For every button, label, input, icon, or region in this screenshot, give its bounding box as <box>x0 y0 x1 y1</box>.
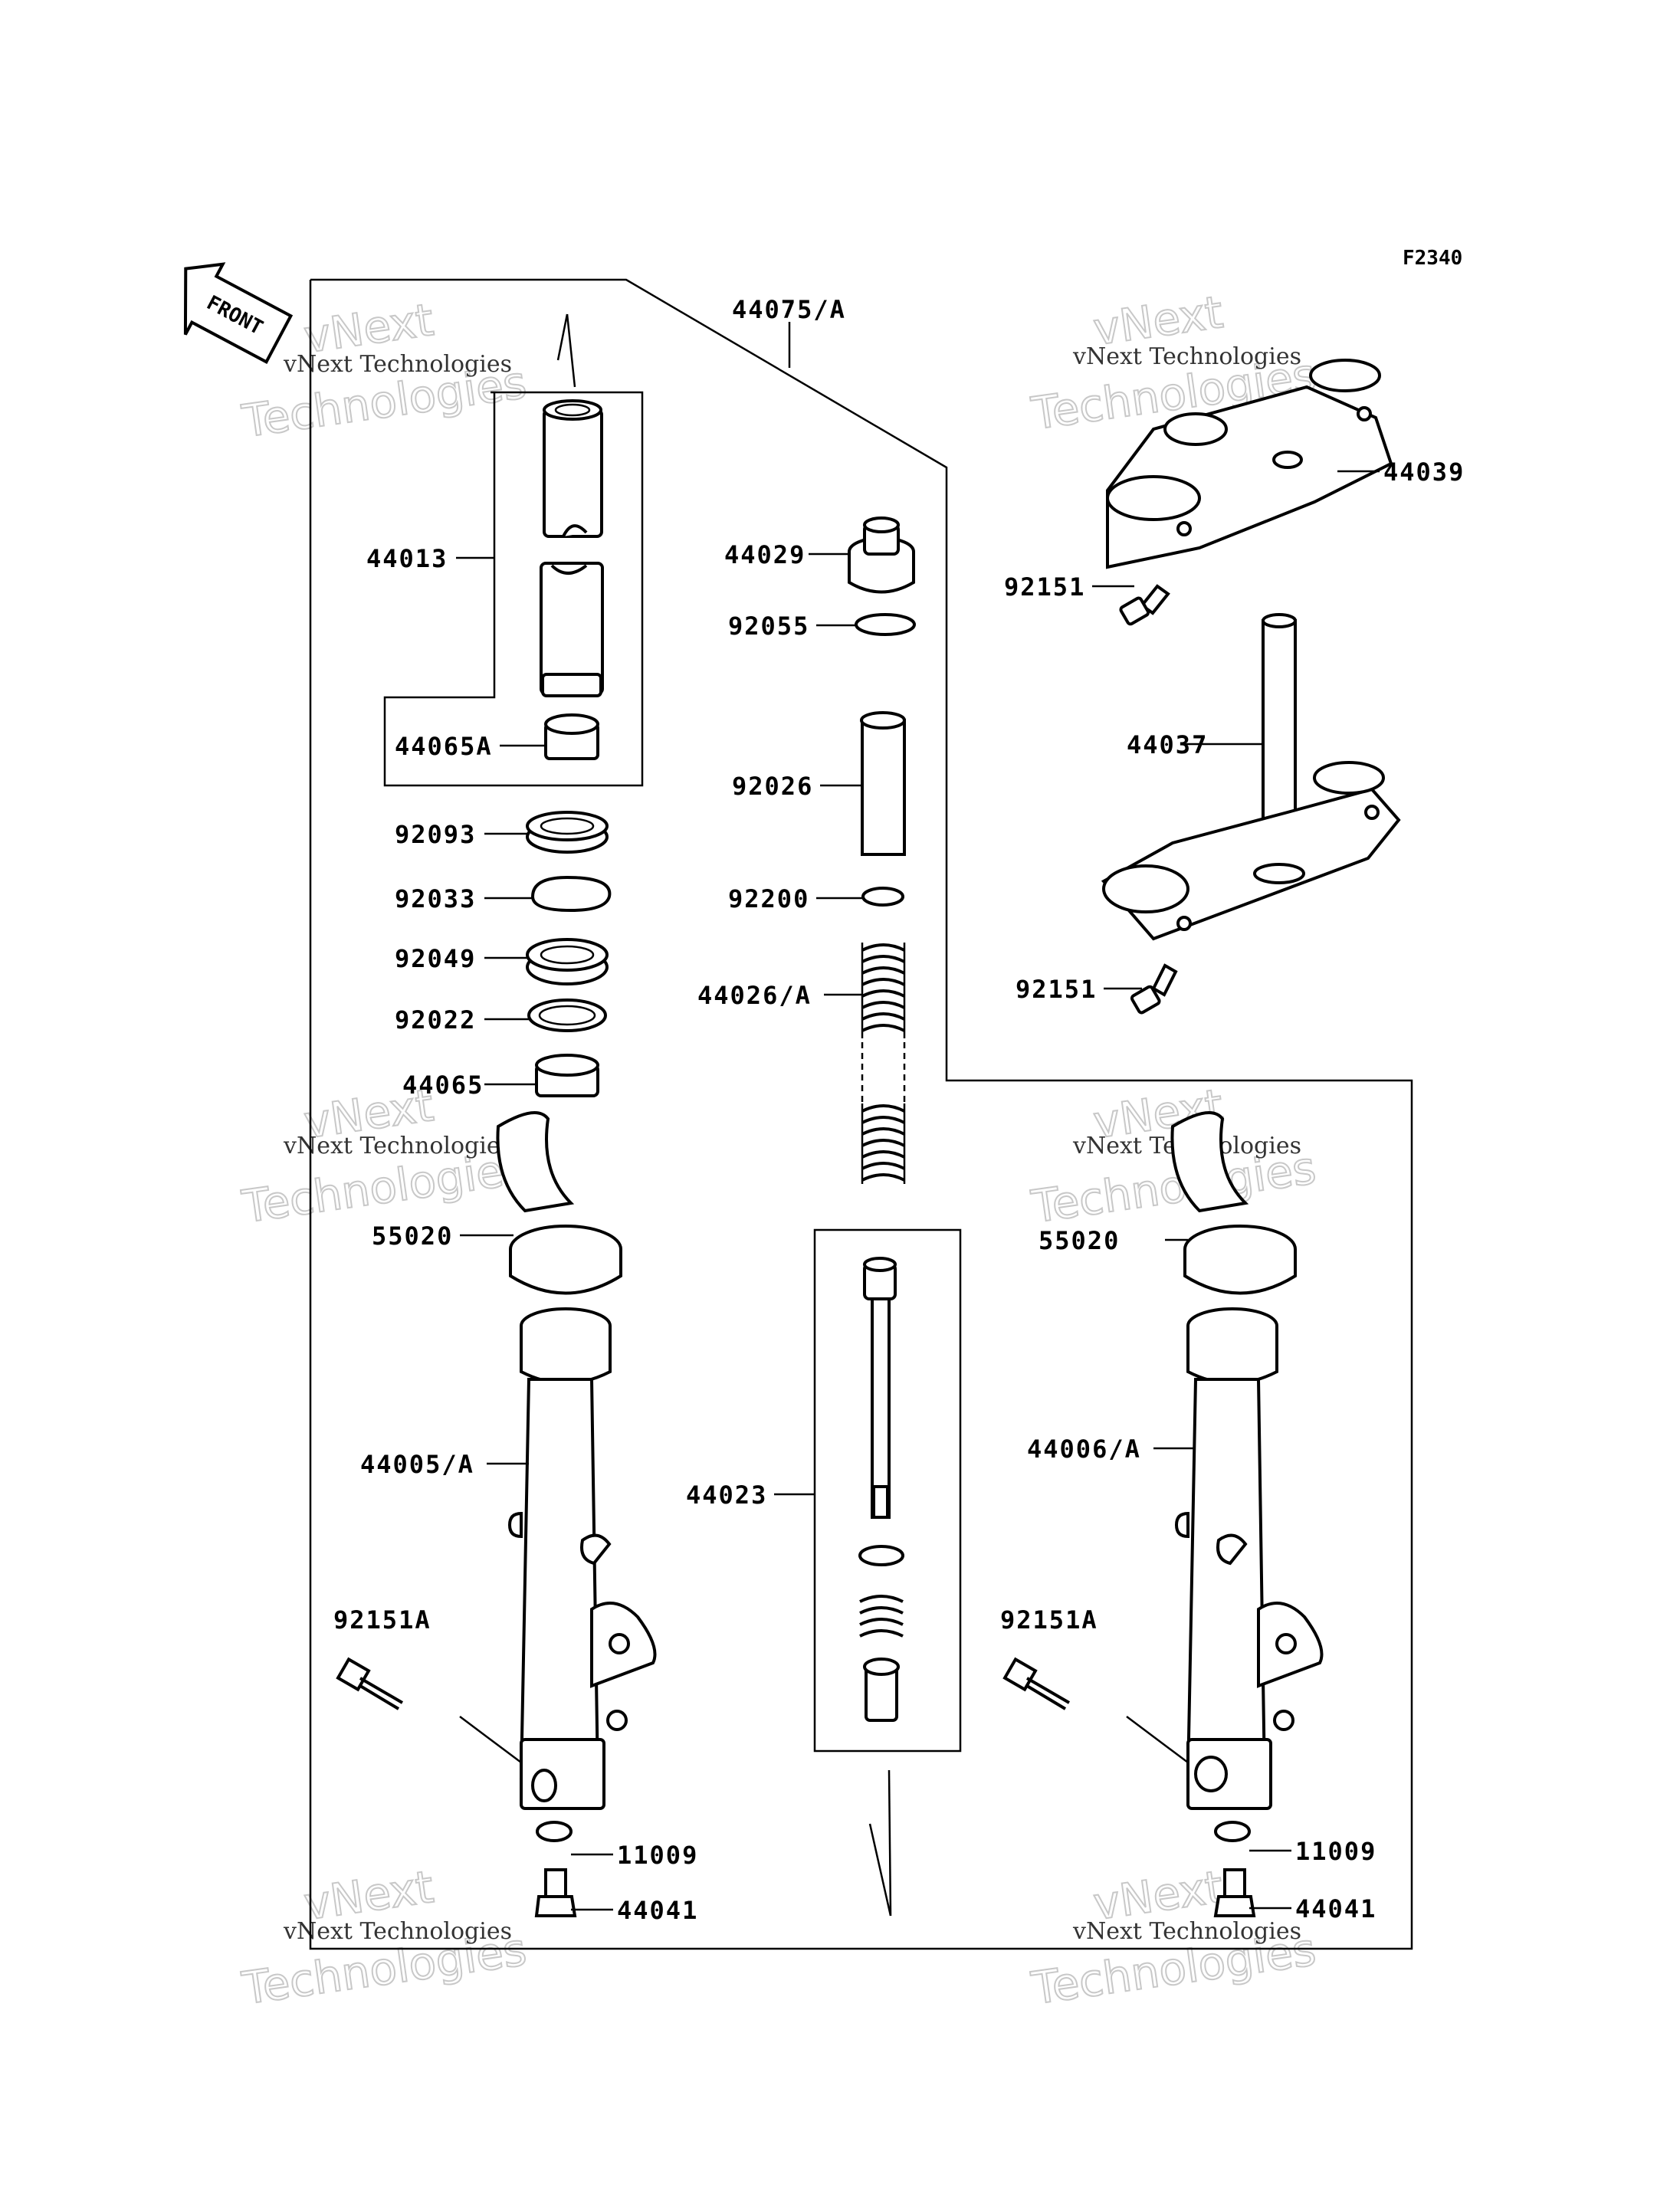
outer-tube-left <box>459 1307 657 1810</box>
guide-arrow-head <box>556 313 569 361</box>
label-92026: 92026 <box>732 772 813 801</box>
washer-92022 <box>527 998 607 1032</box>
label-55020-left: 55020 <box>372 1221 453 1251</box>
subframe-44023 <box>813 1228 962 1753</box>
label-11009-left: 11009 <box>617 1841 698 1870</box>
label-44037: 44037 <box>1127 730 1208 759</box>
bolt-92151-upper <box>1119 584 1170 626</box>
watermark-small: vNext Technologies <box>283 1133 512 1159</box>
label-92151A-right: 92151A <box>1000 1605 1098 1635</box>
watermark-small: vNext Technologies <box>283 351 512 378</box>
front-arrow-icon: FRONT <box>183 262 294 364</box>
bushing-44065A <box>544 713 599 760</box>
cap-44029 <box>848 516 915 594</box>
fork-guard-left <box>496 1111 622 1295</box>
label-44065A: 44065A <box>395 732 493 761</box>
bolt-44041-left <box>534 1868 577 1917</box>
spacer-92026 <box>860 711 906 856</box>
label-44026A: 44026/A <box>697 981 812 1010</box>
label-11009-right: 11009 <box>1295 1837 1376 1866</box>
label-92022: 92022 <box>395 1005 476 1035</box>
guide-arrow-lower <box>888 1769 892 1917</box>
assembly-frame <box>309 278 1413 1950</box>
label-92151A-left: 92151A <box>333 1605 431 1635</box>
label-44065: 44065 <box>402 1071 484 1100</box>
cylinder-44023 <box>858 1257 904 1722</box>
sleeve-44013 <box>540 399 604 697</box>
seal-92093 <box>526 811 609 854</box>
diagram-code: F2340 <box>1403 247 1462 270</box>
label-92151-lower: 92151 <box>1016 975 1097 1004</box>
oring-92055 <box>855 613 916 636</box>
washer-11009-right <box>1214 1821 1251 1842</box>
label-44039: 44039 <box>1383 457 1465 487</box>
label-55020-right: 55020 <box>1039 1226 1120 1255</box>
watermark-small: vNext Technologies <box>1072 1918 1301 1945</box>
label-44075A: 44075/A <box>732 295 846 324</box>
washer-92200 <box>861 887 904 907</box>
label-44041-right: 44041 <box>1295 1894 1376 1923</box>
lower-bracket-44037 <box>1101 613 1401 941</box>
subframe-44013 <box>383 391 644 787</box>
label-44006A: 44006/A <box>1027 1435 1141 1464</box>
label-44005A: 44005/A <box>360 1450 474 1479</box>
label-44023: 44023 <box>686 1481 767 1510</box>
label-92151-upper: 92151 <box>1004 572 1085 602</box>
watermark-mid-left: vNext Technologies vNext Technologies <box>238 1078 530 1234</box>
label-92049: 92049 <box>395 944 476 973</box>
outer-tube-right <box>1126 1307 1324 1810</box>
label-92093: 92093 <box>395 820 476 849</box>
clip-92033 <box>531 875 612 913</box>
bolt-92151-lower <box>1130 963 1178 1015</box>
label-92033: 92033 <box>395 884 476 913</box>
leader-lines <box>456 470 1380 1911</box>
seal-92049 <box>526 938 609 985</box>
upper-bracket-44039 <box>1106 359 1393 569</box>
watermark-small: vNext Technologies <box>1072 343 1301 370</box>
bolt-92151A-right <box>1002 1657 1071 1710</box>
watermark-bottom-left: vNext Technologies vNext Technologies <box>238 1860 530 2015</box>
guide-arrow <box>566 313 576 388</box>
bolt-92151A-left <box>336 1657 404 1710</box>
watermark-small: vNext Technologies <box>283 1918 512 1945</box>
washer-11009-left <box>536 1821 573 1842</box>
label-92055: 92055 <box>728 612 809 641</box>
bolt-44041-right <box>1213 1868 1256 1917</box>
guide-arrow-lower-head <box>868 1823 892 1917</box>
label-92200: 92200 <box>728 884 809 913</box>
watermark-bottom-right: vNext Technologies vNext Technologies <box>1027 1860 1319 2015</box>
fork-guard-right <box>1170 1111 1297 1295</box>
label-44041-left: 44041 <box>617 1896 698 1925</box>
part-labels: 44075/A 44039 44013 44029 92151 92055 44… <box>333 295 1465 1925</box>
bushing-44065 <box>535 1054 599 1097</box>
label-44013: 44013 <box>366 544 448 573</box>
spring-44026A <box>861 943 906 1184</box>
label-44029: 44029 <box>724 540 806 569</box>
